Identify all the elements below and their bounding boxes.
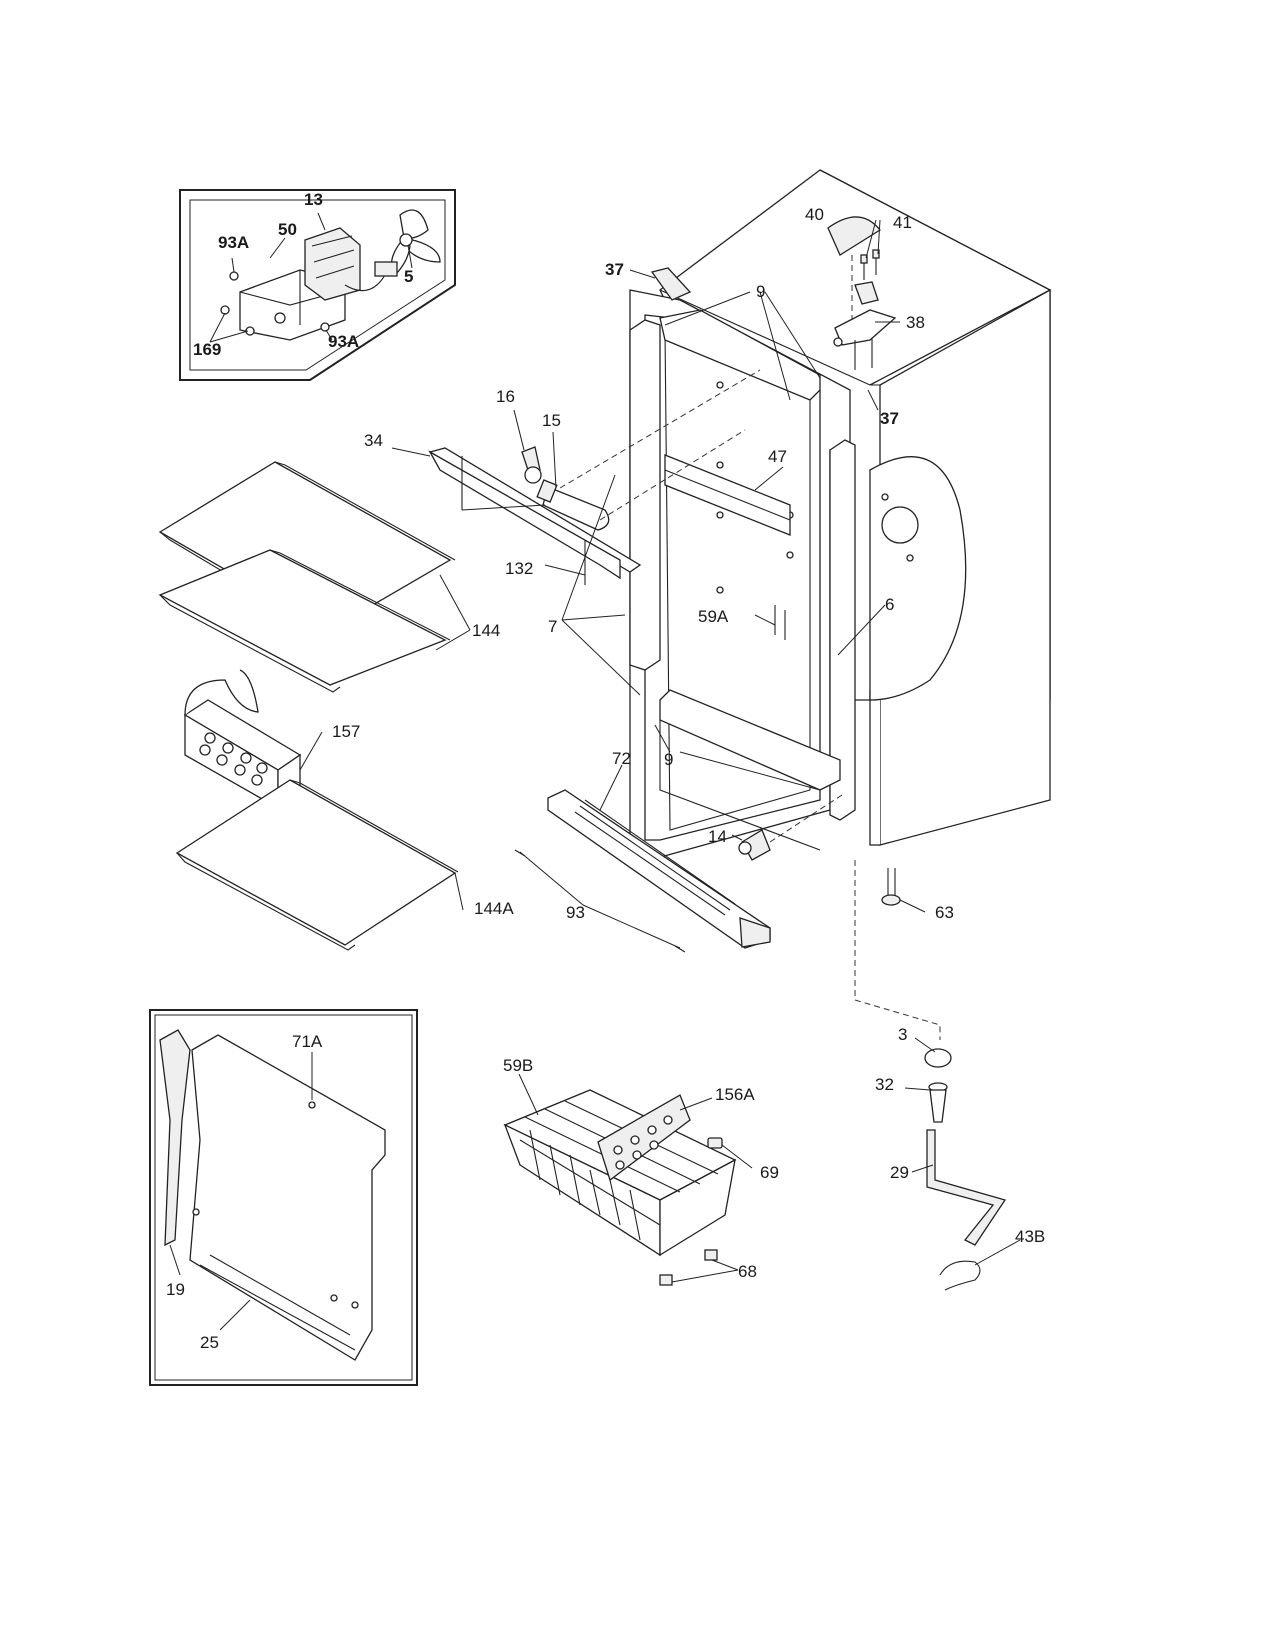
label-157: 157	[332, 722, 360, 741]
screw-93a-bottom	[320, 322, 330, 332]
clips-68	[659, 1249, 718, 1286]
fan-blade	[390, 209, 441, 277]
light-bulb-tube	[536, 479, 610, 531]
back-condenser-plate	[869, 456, 967, 701]
drain-clip-43b	[939, 1260, 981, 1291]
label-9-bottom: 9	[664, 750, 673, 769]
label-32: 32	[875, 1075, 894, 1094]
gasket-strip-left	[629, 319, 661, 671]
shelf-middle	[158, 549, 451, 693]
label-14: 14	[708, 827, 727, 846]
leader-lines	[169, 219, 1021, 1331]
label-19: 19	[166, 1280, 185, 1299]
label-9-top: 9	[756, 282, 765, 301]
switch-14	[738, 829, 771, 861]
door-shelf-rail	[664, 454, 791, 536]
drain-plug-3	[924, 1048, 952, 1068]
label-37-top: 37	[605, 260, 624, 279]
label-43b: 43B	[1015, 1227, 1045, 1246]
label-69: 69	[760, 1163, 779, 1182]
label-71a: 71A	[292, 1032, 323, 1051]
label-93a-top: 93A	[218, 233, 249, 252]
gasket-strip-19	[159, 1029, 191, 1247]
part-labels: 13 50 93A 5 169 93A 40 41 37 9 38 37 16 …	[166, 190, 1045, 1352]
label-40: 40	[805, 205, 824, 224]
screw-169-b	[245, 326, 255, 336]
hook-59a	[774, 605, 786, 640]
leveling-leg	[881, 868, 901, 906]
label-5: 5	[404, 267, 413, 286]
thermostat-switch	[521, 446, 542, 484]
label-7: 7	[548, 617, 557, 636]
top-corner-cap-right	[854, 281, 879, 305]
label-6: 6	[885, 595, 894, 614]
label-59a: 59A	[698, 607, 729, 626]
inset-evaporator-cover	[149, 1009, 418, 1386]
hinge-cover	[827, 216, 881, 256]
screw-169-a	[220, 305, 230, 315]
label-13: 13	[304, 190, 323, 209]
basket-holes	[199, 732, 268, 786]
gasket-top-bar	[659, 309, 821, 401]
control-bracket	[428, 447, 642, 585]
inset-fan-motor-assembly	[179, 189, 456, 381]
motor-wire-harness	[344, 261, 398, 292]
drain-funnel-32	[928, 1082, 948, 1123]
label-59b: 59B	[503, 1056, 533, 1075]
label-156a: 156A	[715, 1085, 755, 1104]
label-169: 169	[193, 340, 221, 359]
cover-screws	[192, 1101, 359, 1309]
label-37-right: 37	[880, 409, 899, 428]
label-16: 16	[496, 387, 515, 406]
hinge-screws	[860, 249, 880, 280]
label-25: 25	[200, 1333, 219, 1352]
label-63: 63	[935, 903, 954, 922]
gasket-bottom-bar	[659, 689, 841, 851]
label-72: 72	[612, 749, 631, 768]
label-41: 41	[893, 213, 912, 232]
label-34: 34	[364, 431, 383, 450]
shelf-bottom	[175, 779, 459, 951]
roller-69	[707, 1137, 723, 1149]
label-38: 38	[906, 313, 925, 332]
label-3: 3	[898, 1025, 907, 1044]
top-corner-cap-left	[650, 267, 692, 301]
gasket-strip-right	[829, 439, 856, 821]
label-50: 50	[278, 220, 297, 239]
drain-tube-29	[926, 1129, 1007, 1246]
hinge-plate	[833, 309, 897, 370]
label-29: 29	[890, 1163, 909, 1182]
kick-plate-grille	[547, 789, 771, 949]
screw-93a-top	[229, 271, 239, 281]
label-93a-bottom: 93A	[328, 332, 359, 351]
label-144: 144	[472, 621, 500, 640]
label-68: 68	[738, 1262, 757, 1281]
divider-156a	[597, 1094, 691, 1182]
cover-panel-25	[189, 1034, 386, 1361]
label-47: 47	[768, 447, 787, 466]
label-132: 132	[505, 559, 533, 578]
label-15: 15	[542, 411, 561, 430]
fan-motor	[304, 227, 361, 301]
label-144a: 144A	[474, 899, 514, 918]
label-93: 93	[566, 903, 585, 922]
